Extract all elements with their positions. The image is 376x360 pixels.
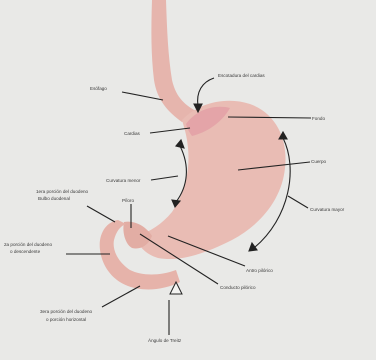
label-duodeno-3-a: 3era porción del duodeno bbox=[40, 309, 93, 314]
label-conducto: Conducto pilórico bbox=[220, 285, 256, 290]
label-piloro: Píloro bbox=[122, 198, 134, 203]
escotadura-arrow bbox=[198, 78, 214, 106]
esophagus-shape bbox=[151, 0, 198, 122]
leader-esofago bbox=[122, 92, 163, 100]
leader-cardias bbox=[150, 128, 190, 133]
leader-curvatura-menor bbox=[151, 176, 178, 180]
label-curvatura-mayor: Curvatura mayor bbox=[310, 207, 345, 212]
label-duodeno-2-b: o descendente bbox=[10, 249, 41, 254]
leader-duodeno-3 bbox=[102, 286, 140, 307]
label-esofago: Esófago bbox=[90, 86, 107, 91]
curvatura-menor-arrowhead-top bbox=[176, 140, 184, 148]
label-antro: Antro pilórico bbox=[246, 268, 273, 273]
label-duodeno-1-a: 1era porción del duodeno bbox=[36, 189, 89, 194]
label-escotadura: Escotadura del cardias bbox=[218, 73, 265, 78]
label-duodeno-3-b: o porción horizontal bbox=[46, 317, 86, 322]
label-duodeno-1-b: Bulbo duodenal bbox=[38, 196, 70, 201]
label-cuerpo: Cuerpo bbox=[311, 159, 327, 164]
label-duodeno-2-a: 2a porción del duodeno bbox=[4, 242, 52, 247]
label-fondo: Fondo bbox=[312, 116, 325, 121]
leader-duodeno-1 bbox=[87, 206, 115, 222]
label-curvatura-menor: Curvatura menor bbox=[106, 178, 141, 183]
leader-curvatura-mayor bbox=[288, 196, 308, 208]
label-cardias: Cardias bbox=[124, 131, 141, 136]
label-angulo: Ángulo de Treitz bbox=[148, 337, 182, 343]
